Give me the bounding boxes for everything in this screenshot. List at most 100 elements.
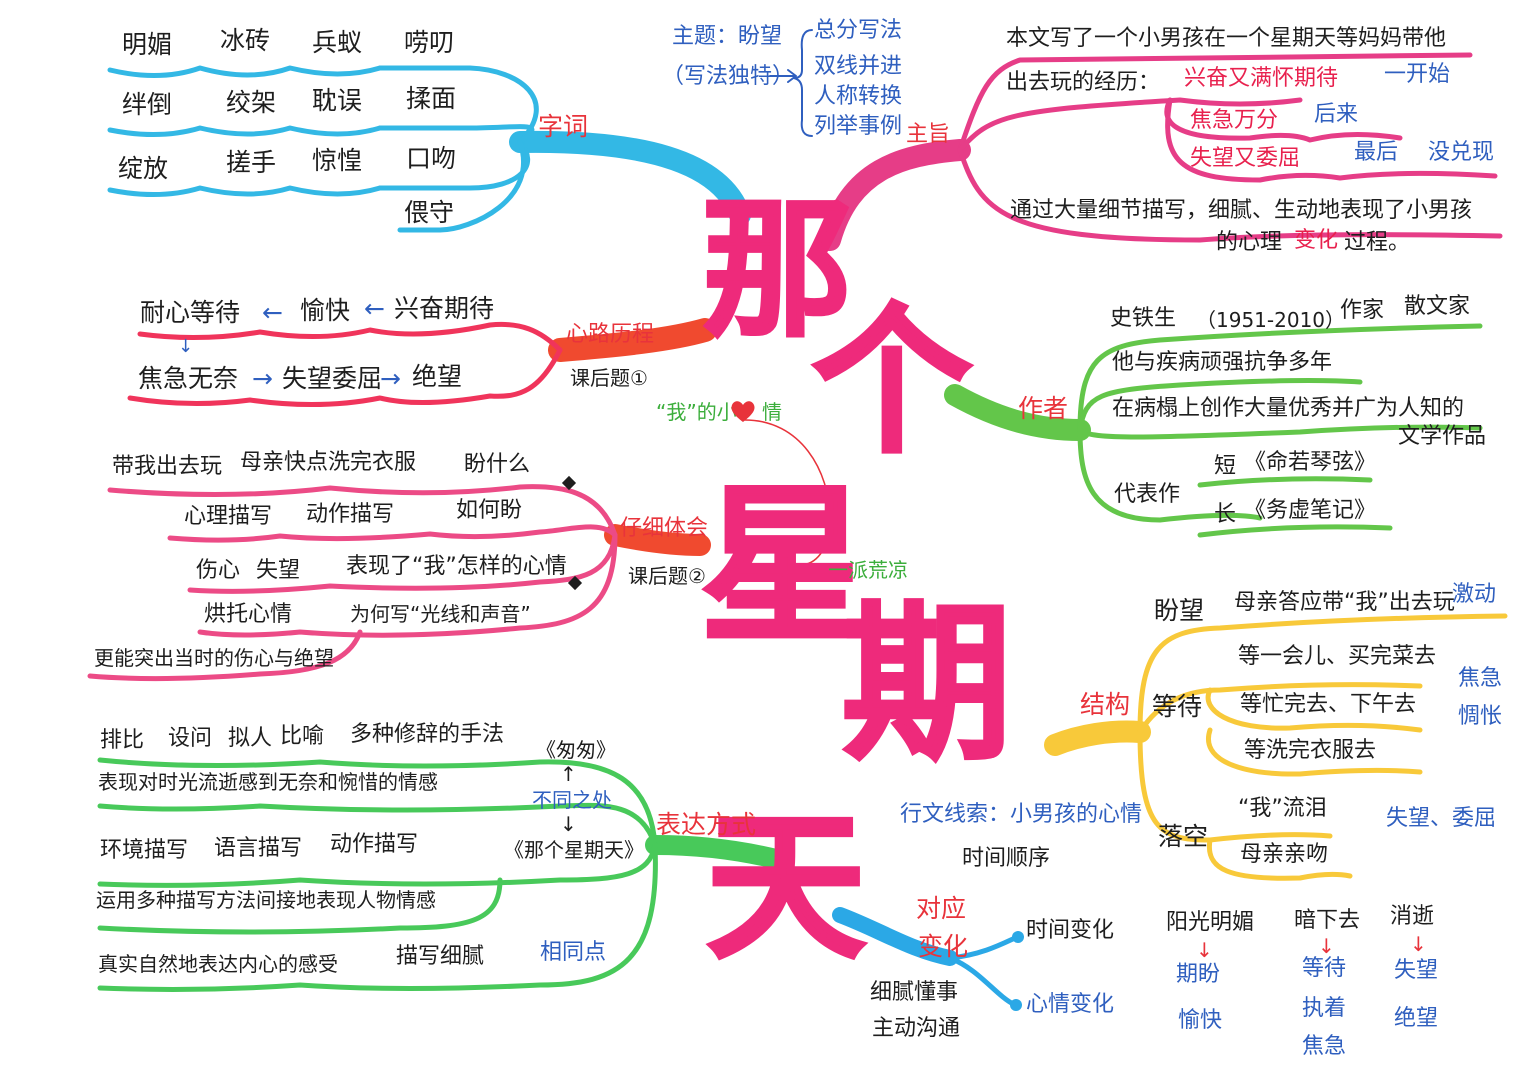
jiegou-dengdai-2: 等忙完去、下午去 [1240,692,1417,717]
tihui-text: 表现了“我”怎样的心情 [346,554,567,579]
mood-dot [1010,999,1022,1011]
zuozhe-line-2: 在病榻上创作大量优秀并广为人知的 [1112,396,1465,421]
jiegou-luokong-2: 母亲亲吻 [1240,842,1329,867]
zhuzhi-emotion-3: 失望又委屈 [1190,146,1301,171]
biaoda-desc: 动作描写 [330,832,419,857]
biaoda-desc: 语言描写 [214,836,303,861]
zici-word: 耽误 [312,86,363,115]
biaoda-rhetoric: 多种修辞的手法 [350,722,505,747]
zici-word: 口吻 [406,144,457,173]
biaoda-line-3: 真实自然地表达内心的感受 [98,952,338,976]
zhuti-label: 主题：盼望 [672,24,783,49]
biaoda-rhetoric: 拟人 [228,726,273,751]
biaoda-rhetoric: 排比 [100,728,145,753]
tihui-text: 带我出去玩 [112,454,223,479]
duiying-col2-arrow: ↓ [1318,934,1335,958]
xinlu-label: 心路历程 [566,322,655,347]
jiegou-dengdai-3: 等洗完衣服去 [1244,738,1377,763]
zici-word: 绞架 [226,88,277,117]
duiying-col3-top: 消逝 [1390,904,1435,929]
zhuzhi-line4b: 变化 [1294,228,1339,253]
branch-zici-lines [107,65,751,233]
tihui-text: 失望 [256,558,301,583]
biaoda-rhetoric: 设问 [168,726,213,751]
branch-tihui-lines [87,484,711,682]
jiegou-panwang-emotion: 激动 [1452,582,1497,607]
duiying-col1-arrow: ↓ [1196,938,1213,962]
xiansuo-line-1: 行文线索：小男孩的心情 [900,802,1143,827]
biaoda-compare-1: 《匆匆》 [536,738,616,762]
zuozhe-long-title: 《务虚笔记》 [1244,498,1377,523]
duiying-col1-top: 阳光明媚 [1166,910,1255,935]
jiegou-dengdai-1: 等一会儿、买完菜去 [1238,644,1437,669]
biaoda-rhetoric: 比喻 [280,724,325,749]
duiying-col3-c: 绝望 [1394,1006,1439,1031]
zhuzhi-line3: 通过大量细节描写，细腻、生动地表现了小男孩 [1010,198,1473,223]
zici-word: 惊惶 [312,146,363,175]
xinlu-stage-6: 绝望 [412,362,463,391]
branch-zhuzhi-lines [819,52,1503,251]
zhuzhi-line1: 本文写了一个小男孩在一个星期天等妈妈带他 [1006,26,1447,51]
xinlu-stage-3: 耐心等待 [140,298,241,327]
heart-icon [731,401,755,422]
title-char-tian: 天 [704,794,867,981]
biaoda-line-2: 运用多种描写方法间接地表现人物情感 [96,888,436,912]
biaoda-up-arrow: ↑ [560,762,577,786]
xinlu-arrow-2: ← [262,298,283,327]
biaoda-same: 相同点 [540,940,607,965]
zhuzhi-time-3: 最后 [1354,140,1399,165]
xinlu-stage-2: 愉快 [300,296,351,325]
tihui-text: 伤心 [196,558,241,583]
zuozhe-years: （1951-2010） [1196,308,1346,332]
zici-word: 唠叨 [404,28,455,57]
duiying-col3-arrow: ↓ [1410,932,1427,956]
zici-word: 绽放 [118,154,169,183]
zici-word: 绊倒 [122,90,173,119]
jiegou-dengdai: 等待 [1152,692,1203,721]
zici-label: 字词 [538,112,589,141]
xinlu-arrow-1: ← [364,294,385,323]
title-char-qi: 期 [840,586,1013,784]
xinlu-stage-4: 焦急无奈 [138,364,239,393]
title-char-xing: 星 [698,468,871,666]
zhuti-arrow [769,69,797,83]
zuozhe-job-1: 作家 [1340,298,1385,323]
biaoda-line-1: 表现对时光流逝感到无奈和惋惜的情感 [98,770,438,794]
heart-text-c: 一派荒凉 [828,558,908,582]
heart-text-a: “我”的小 [656,400,737,424]
zuozhe-long: 长 [1214,502,1237,527]
tihui-text: 更能突出当时的伤心与绝望 [94,646,334,670]
duiying-col3-b: 失望 [1394,958,1439,983]
duiying-col2-c: 执着 [1302,996,1347,1021]
zuozhe-name: 史铁生 [1110,306,1177,331]
tihui-text: 母亲快点洗完衣服 [240,450,417,475]
duiying-col2-b: 等待 [1302,956,1347,981]
tihui-text: 动作描写 [306,502,395,527]
zhuti-item: 双线并进 [814,54,903,79]
tihui-text: 为何写“光线和声音” [350,602,531,626]
zuozhe-line-1: 他与疾病顽强抗争多年 [1112,350,1333,375]
tihui-text: 烘托心情 [204,602,293,627]
zhuzhi-time-2: 后来 [1314,102,1359,127]
xinlu-arrow-5: → [380,364,401,393]
xinlu-arrow-4: → [252,364,273,393]
zhuzhi-line4c: 过程。 [1344,230,1411,255]
xiansuo-line-2: 时间顺序 [962,846,1051,871]
biaoda-desc: 环境描写 [100,838,189,863]
branch-jiegou-lines [1044,613,1508,881]
biaoda-down-arrow: ↓ [560,812,577,836]
zici-word: 揉面 [406,84,457,113]
zhuzhi-emotion-2: 焦急万分 [1190,108,1279,133]
zuozhe-short: 短 [1214,454,1237,479]
branch-zuozhe-lines [944,323,1483,538]
zuozhe-works: 代表作 [1114,482,1181,507]
xinlu-sub: 课后题① [570,366,648,390]
jiegou-dengdai-emotion-2: 惆怅 [1458,704,1503,729]
zhuzhi-time-4: 没兑现 [1428,140,1495,165]
title-char-na: 那 [700,184,853,358]
zhuzhi-emotion-1: 兴奋又满怀期待 [1184,66,1339,91]
zhuti-item: 总分写法 [814,18,903,43]
duiying-label-1: 对应 [916,894,967,923]
zhuti-sub: （写法独特） [662,64,795,89]
duiying-col1-c: 愉快 [1178,1008,1223,1033]
